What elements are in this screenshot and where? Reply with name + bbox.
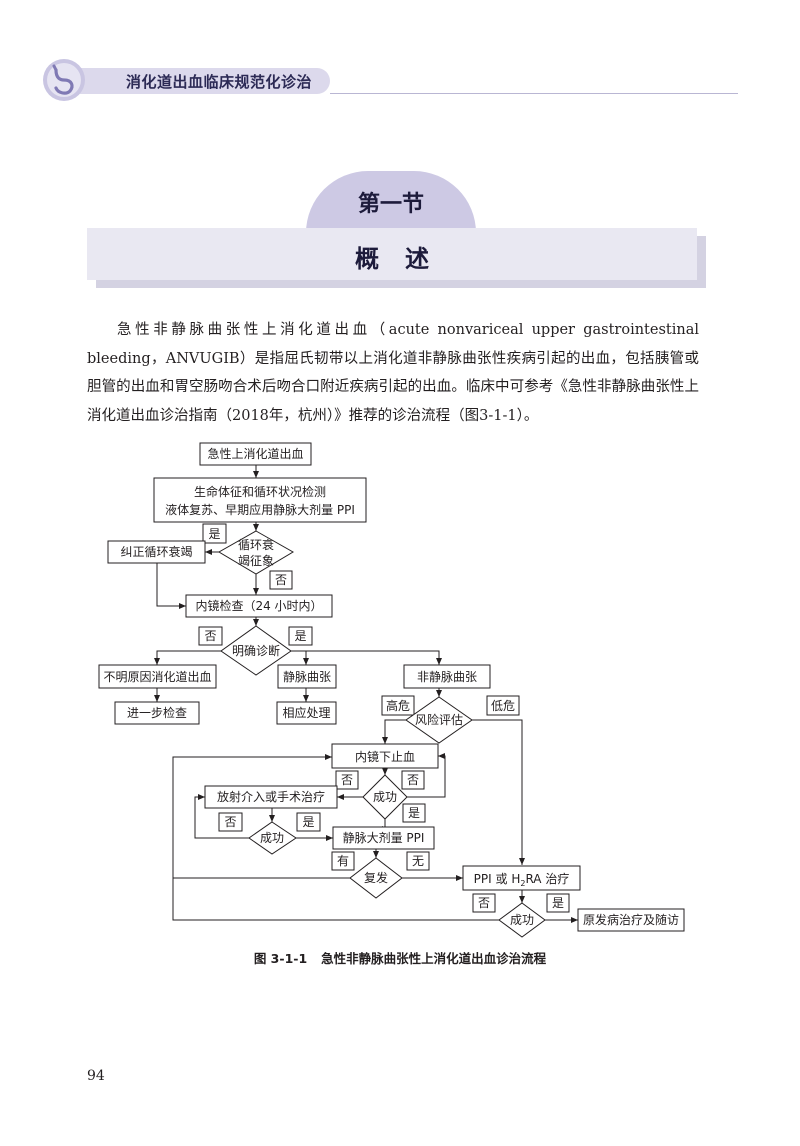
svg-text:是: 是 bbox=[208, 527, 220, 541]
svg-text:无: 无 bbox=[412, 854, 424, 868]
svg-text:纠正循环衰竭: 纠正循环衰竭 bbox=[120, 544, 192, 559]
svg-text:风险评估: 风险评估 bbox=[415, 712, 463, 727]
svg-text:进一步检查: 进一步检查 bbox=[127, 705, 187, 720]
running-header: 消化道出血临床规范化诊治 bbox=[42, 58, 738, 102]
flow-decision-relapse: 复发 bbox=[349, 857, 403, 899]
flow-decision-success-endo: 成功 bbox=[362, 774, 408, 820]
flow-label-no-circ: 否 bbox=[269, 570, 293, 590]
svg-text:否: 否 bbox=[275, 573, 287, 587]
flow-node-endoscopy: 内镜检查（24 小时内） bbox=[185, 594, 333, 618]
svg-text:成功: 成功 bbox=[373, 790, 397, 804]
svg-text:液体复苏、早期应用静脉大剂量 PPI: 液体复苏、早期应用静脉大剂量 PPI bbox=[165, 502, 355, 517]
flow-node-variceal: 静脉曲张 bbox=[277, 664, 337, 689]
flow-node-endo-hemostasis: 内镜下止血 bbox=[331, 743, 439, 769]
stomach-logo-icon bbox=[43, 59, 85, 101]
flow-decision-circulation: 循环衰 竭征象 bbox=[218, 530, 294, 575]
svg-text:高危: 高危 bbox=[386, 698, 410, 713]
figure-caption-text: 急性非静脉曲张性上消化道出血诊治流程 bbox=[321, 951, 547, 966]
svg-text:PPI 或 H2RA 治疗: PPI 或 H2RA 治疗 bbox=[474, 872, 570, 888]
flow-node-ppi-iv: 静脉大剂量 PPI bbox=[332, 826, 435, 850]
flow-node-start: 急性上消化道出血 bbox=[199, 442, 312, 466]
flow-label-no-final: 否 bbox=[472, 893, 496, 913]
flow-label-yes-surgery: 是 bbox=[296, 812, 321, 832]
svg-text:原发病治疗及随访: 原发病治疗及随访 bbox=[583, 912, 679, 927]
flow-node-radio-surgery: 放射介入或手术治疗 bbox=[204, 785, 338, 809]
svg-text:循环衰: 循环衰 bbox=[238, 537, 274, 552]
flow-label-yes-final: 是 bbox=[546, 893, 570, 913]
svg-text:明确诊断: 明确诊断 bbox=[232, 643, 280, 658]
flow-connectors bbox=[154, 465, 578, 923]
svg-text:静脉大剂量 PPI: 静脉大剂量 PPI bbox=[343, 830, 425, 845]
section-number-tab bbox=[306, 171, 476, 233]
svg-text:否: 否 bbox=[341, 773, 353, 787]
flow-label-yes-diag: 是 bbox=[288, 626, 313, 646]
svg-text:成功: 成功 bbox=[510, 913, 534, 927]
svg-text:成功: 成功 bbox=[260, 831, 284, 845]
header-band bbox=[68, 68, 330, 94]
svg-text:是: 是 bbox=[294, 629, 306, 643]
svg-text:相应处理: 相应处理 bbox=[282, 705, 330, 720]
flow-node-correct: 纠正循环衰竭 bbox=[107, 540, 206, 564]
svg-text:复发: 复发 bbox=[364, 870, 388, 885]
svg-text:否: 否 bbox=[407, 773, 419, 787]
flow-node-monitor: 生命体征和循环状况检测 液体复苏、早期应用静脉大剂量 PPI bbox=[153, 477, 367, 523]
svg-text:有: 有 bbox=[337, 854, 349, 868]
flow-node-further: 进一步检查 bbox=[114, 701, 200, 725]
running-header-title: 消化道出血临床规范化诊治 bbox=[126, 73, 313, 91]
flow-label-no-surgery: 否 bbox=[218, 812, 243, 832]
svg-text:否: 否 bbox=[224, 815, 236, 829]
flowchart: 急性上消化道出血 生命体征和循环状况检测 液体复苏、早期应用静脉大剂量 PPI … bbox=[98, 442, 685, 938]
flow-node-handle: 相应处理 bbox=[276, 701, 337, 725]
svg-text:生命体征和循环状况检测: 生命体征和循环状况检测 bbox=[194, 484, 326, 499]
flow-node-unknown: 不明原因消化道出血 bbox=[98, 664, 217, 689]
flow-label-low-risk: 低危 bbox=[486, 695, 520, 716]
flow-label-none: 无 bbox=[406, 851, 430, 871]
flow-node-primary: 原发病治疗及随访 bbox=[577, 908, 685, 932]
svg-text:否: 否 bbox=[478, 896, 490, 910]
flow-label-no-endo-right: 否 bbox=[401, 770, 425, 790]
svg-text:内镜下止血: 内镜下止血 bbox=[355, 749, 415, 764]
svg-text:是: 是 bbox=[552, 896, 564, 910]
flow-label-no-diag: 否 bbox=[198, 626, 223, 646]
svg-text:静脉曲张: 静脉曲张 bbox=[283, 669, 331, 684]
figure-caption: 图 3-1-1 急性非静脉曲张性上消化道出血诊治流程 bbox=[0, 948, 800, 967]
svg-text:急性上消化道出血: 急性上消化道出血 bbox=[207, 446, 303, 461]
svg-text:内镜检查（24 小时内）: 内镜检查（24 小时内） bbox=[195, 598, 322, 613]
svg-text:是: 是 bbox=[302, 815, 314, 829]
flow-decision-success-final: 成功 bbox=[498, 902, 546, 938]
header-rule bbox=[330, 93, 738, 94]
svg-text:竭征象: 竭征象 bbox=[238, 554, 274, 568]
flow-decision-success-surgery: 成功 bbox=[248, 821, 297, 855]
flow-label-yes-circ: 是 bbox=[202, 523, 227, 544]
flow-label-high-risk: 高危 bbox=[381, 695, 415, 716]
flow-node-ppi-h2ra: PPI 或 H2RA 治疗 bbox=[462, 865, 581, 891]
svg-text:是: 是 bbox=[408, 806, 420, 820]
figure-number: 图 3-1-1 bbox=[253, 951, 308, 966]
flow-decision-risk: 风险评估 bbox=[405, 696, 473, 744]
svg-text:否: 否 bbox=[204, 629, 216, 643]
flow-label-has: 有 bbox=[331, 851, 355, 871]
flow-decision-diagnosis: 明确诊断 bbox=[220, 625, 292, 676]
flow-label-no-endo: 否 bbox=[335, 770, 359, 790]
section-number: 第一节 bbox=[357, 192, 424, 217]
section-title: 概述 bbox=[355, 245, 455, 273]
flow-node-nonvariceal: 非静脉曲张 bbox=[403, 664, 491, 689]
svg-text:低危: 低危 bbox=[491, 699, 515, 713]
section-title-band bbox=[87, 228, 697, 280]
flow-label-yes-endo: 是 bbox=[402, 803, 426, 823]
svg-text:非静脉曲张: 非静脉曲张 bbox=[417, 669, 477, 684]
body-paragraph: 急性非静脉曲张性上消化道出血（acute nonvariceal upper g… bbox=[87, 322, 699, 424]
page-number: 94 bbox=[87, 1068, 105, 1084]
svg-text:放射介入或手术治疗: 放射介入或手术治疗 bbox=[217, 789, 325, 804]
svg-text:不明原因消化道出血: 不明原因消化道出血 bbox=[103, 670, 211, 684]
